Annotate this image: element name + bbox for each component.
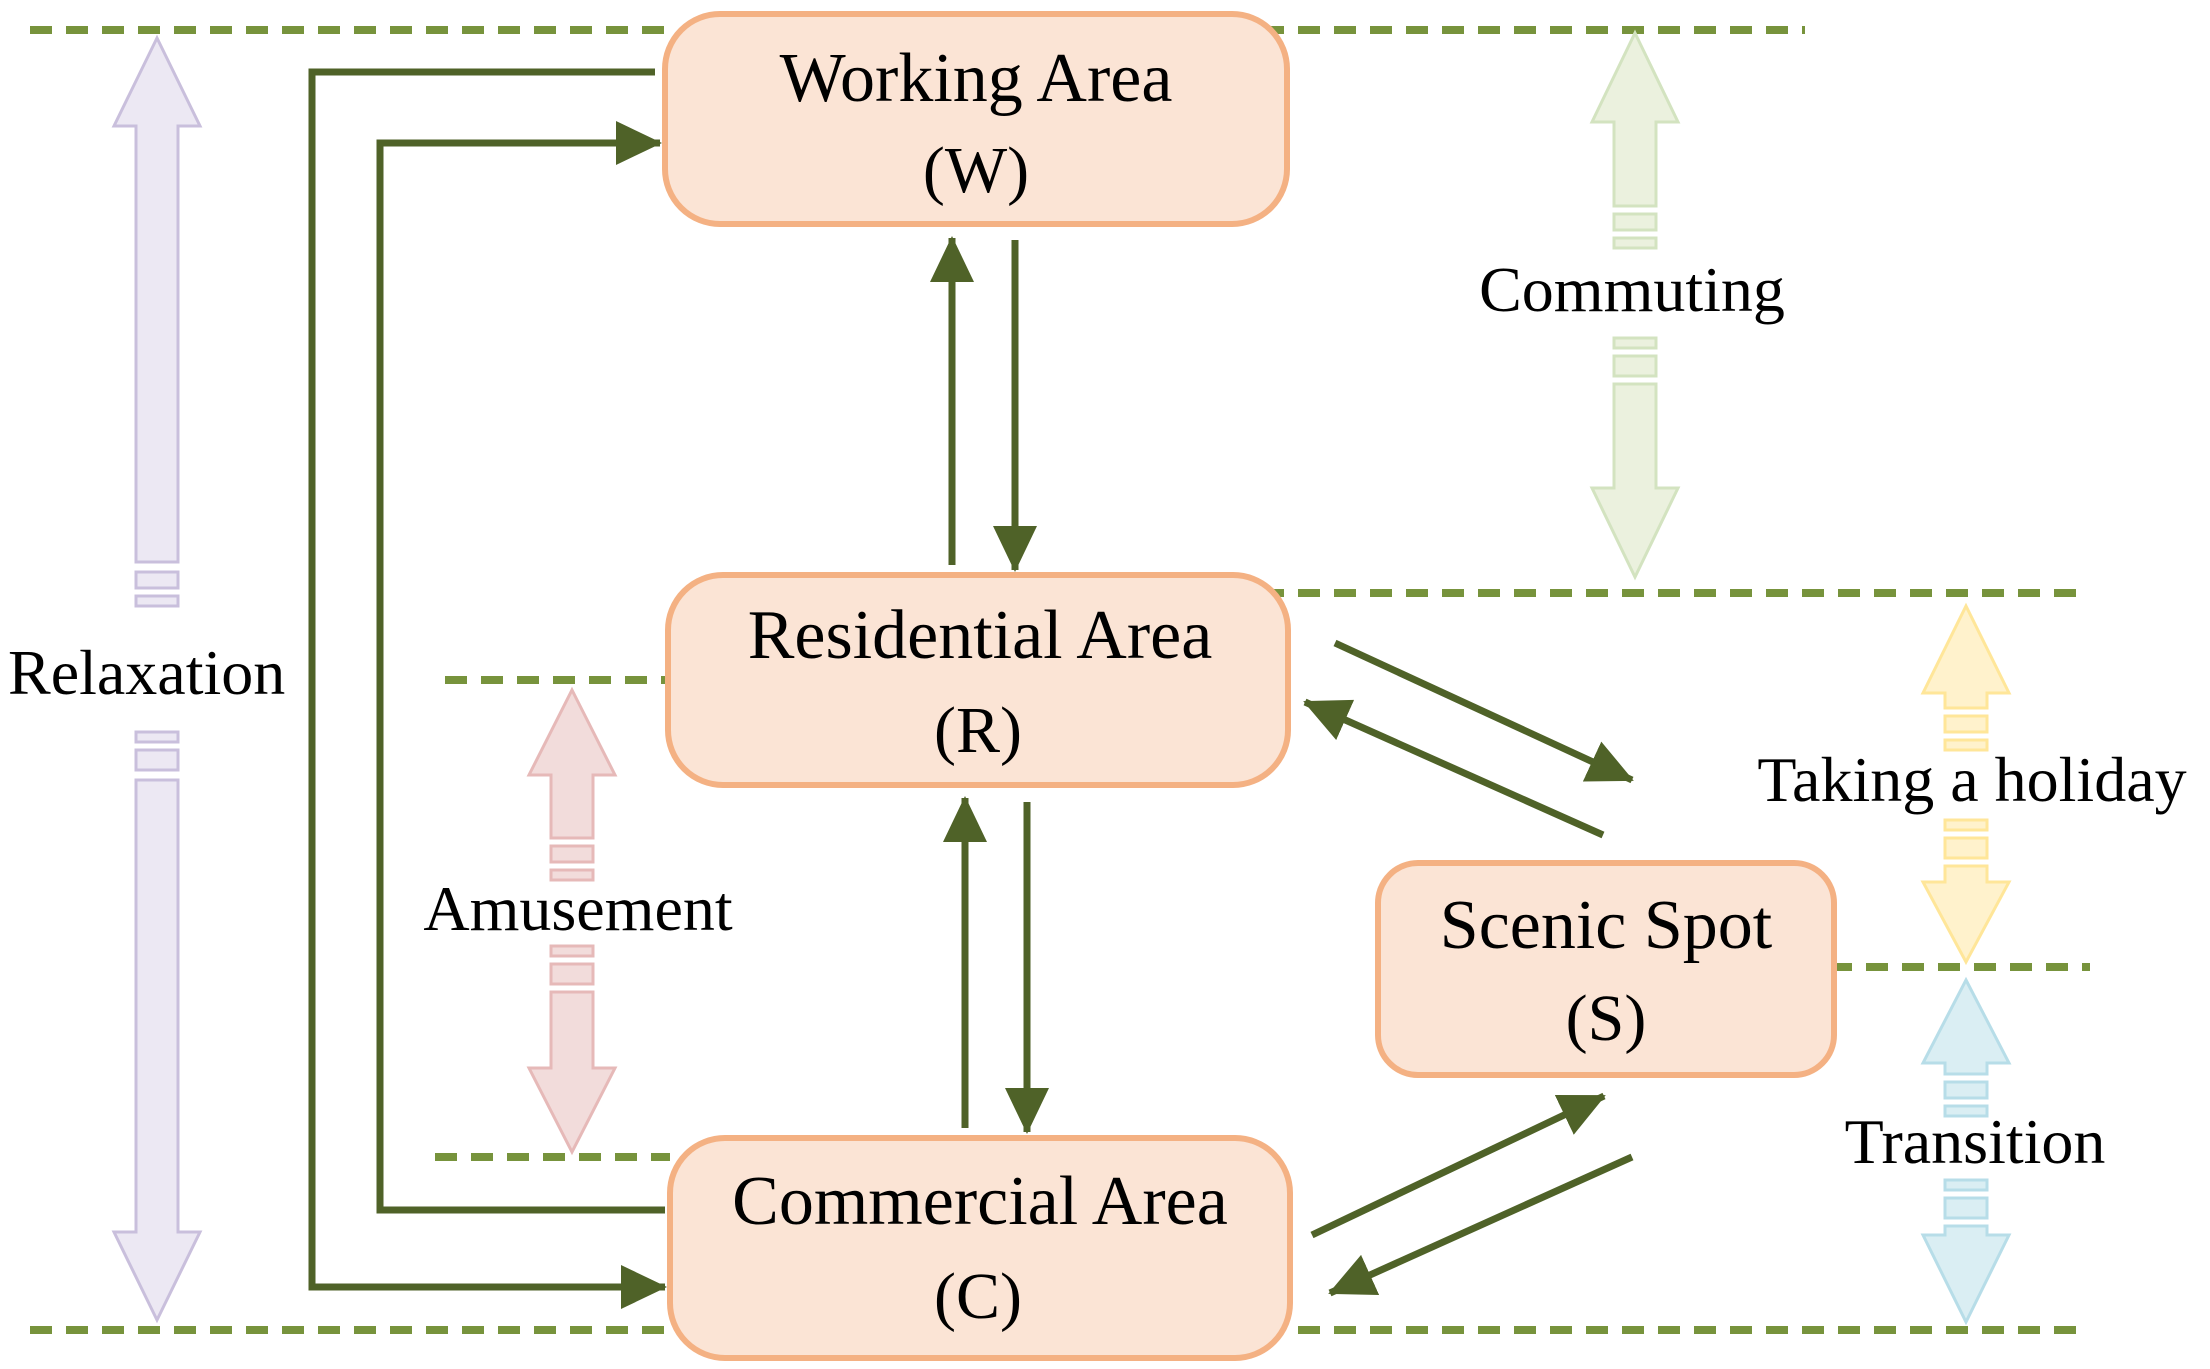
node-code: (S) — [1566, 982, 1647, 1055]
node-working-area: Working Area (W) — [662, 11, 1290, 227]
arrow-scenic-to-commercial — [1328, 1153, 1634, 1297]
node-scenic-spot: Scenic Spot (S) — [1375, 860, 1837, 1078]
node-code: (C) — [934, 1260, 1022, 1333]
relaxation-label: Relaxation — [8, 637, 285, 708]
arrow-commercial-to-working — [376, 121, 665, 1214]
transition-label: Transition — [1845, 1106, 2106, 1177]
transition-range-arrow — [1920, 976, 2012, 1326]
arrow-residential-to-scenic — [1333, 639, 1634, 784]
commuting-range-arrow — [1589, 29, 1681, 581]
commuting-label: Commuting — [1479, 254, 1785, 325]
flow-arrows — [308, 68, 1634, 1309]
node-code: (R) — [934, 694, 1022, 767]
amusement-label: Amusement — [423, 873, 733, 944]
node-title: Scenic Spot — [1440, 887, 1773, 964]
node-commercial-area: Commercial Area (C) — [667, 1135, 1293, 1361]
arrow-scenic-to-residential — [1303, 698, 1605, 839]
node-title: Residential Area — [748, 597, 1213, 674]
node-title: Working Area — [780, 40, 1173, 117]
node-box — [662, 11, 1290, 227]
node-box — [1375, 860, 1837, 1078]
holiday-label: Taking a holiday — [1757, 744, 2186, 815]
boundary-lines — [30, 26, 2090, 1334]
arrow-working-to-commercial — [308, 68, 667, 1309]
node-residential-area: Residential Area (R) — [665, 572, 1291, 788]
arrow-commercial-to-scenic — [1310, 1092, 1606, 1239]
node-title: Commercial Area — [732, 1163, 1228, 1240]
node-box — [665, 572, 1291, 788]
amusement-range-arrow — [526, 686, 618, 1156]
node-code: (W) — [923, 134, 1029, 207]
holiday-range-arrow — [1920, 602, 2012, 966]
relaxation-range-arrow — [111, 34, 203, 1324]
node-box — [667, 1135, 1293, 1361]
